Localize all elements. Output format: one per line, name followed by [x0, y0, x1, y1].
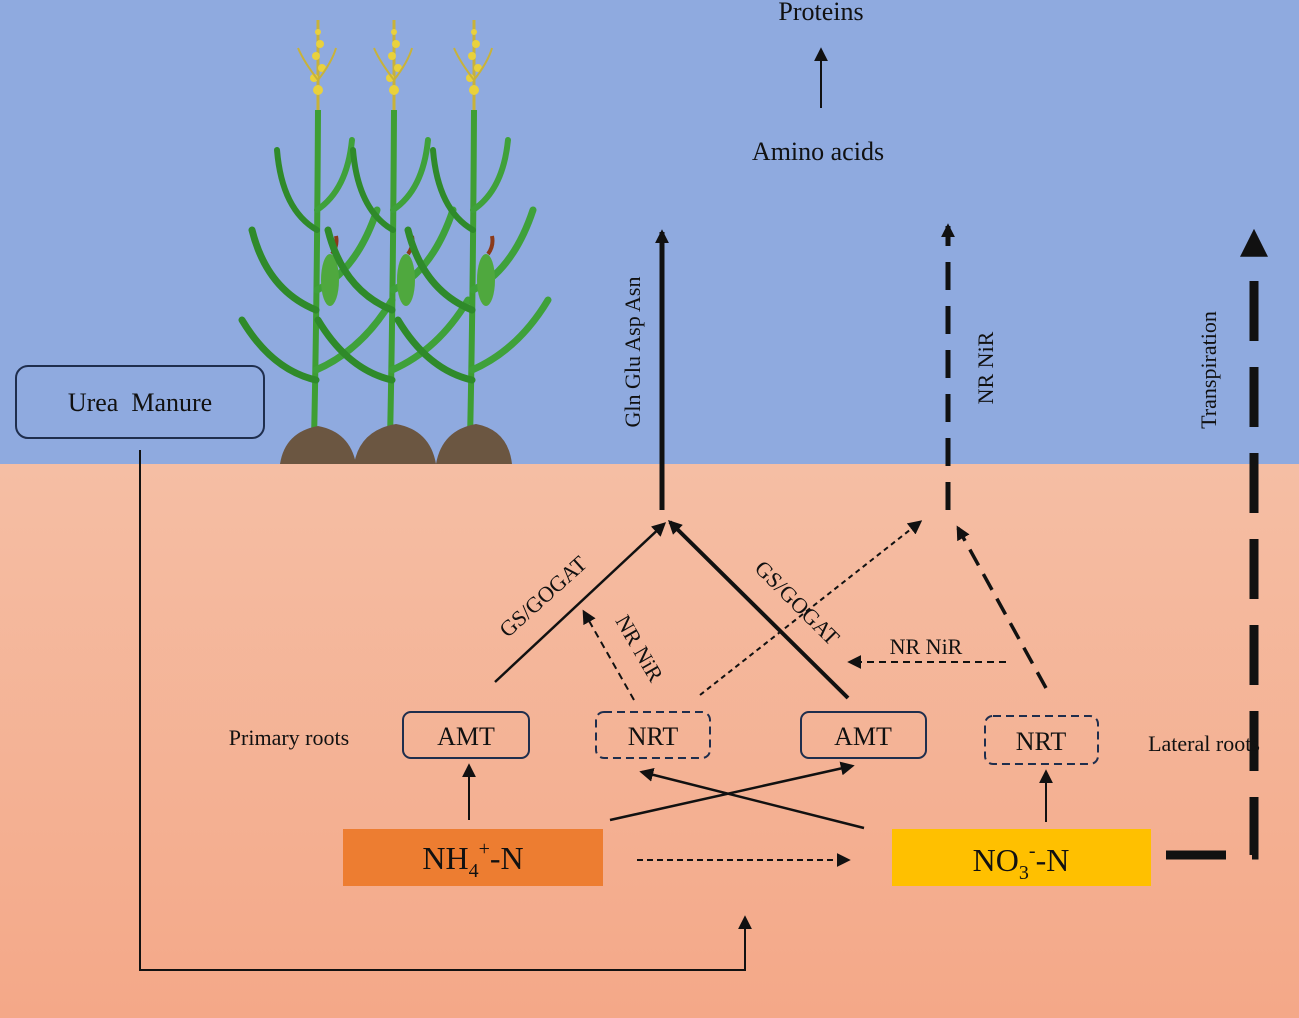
- nitrate-nrt1-arrow: [639, 767, 865, 830]
- soil-background: [0, 464, 1299, 1018]
- ammonium-label: NH4+-N: [422, 838, 523, 882]
- nitrate-subscript: 3: [1019, 862, 1029, 884]
- nitrate-box: [892, 829, 1151, 886]
- fertilizer-input-line: [139, 450, 752, 971]
- amt-box-2: [800, 711, 927, 759]
- proteins-label: Proteins: [778, 0, 863, 26]
- nitrate-base: NO: [973, 842, 1019, 878]
- nrt-label-1: NRT: [628, 722, 679, 751]
- amt2-gsgogat-arrow: [668, 520, 850, 700]
- nrt-box-2: [984, 715, 1099, 765]
- ammonium-products-label: Gln Glu Asp Asn: [620, 277, 645, 428]
- soil-mound-icon: [354, 424, 436, 464]
- nrnir-label-right: NR NiR: [890, 634, 963, 659]
- amt-box-1: [402, 711, 530, 759]
- soil-mound-icon: [436, 424, 512, 464]
- nitrate-suffix: -N: [1036, 842, 1070, 878]
- nrt-label-2: NRT: [1016, 727, 1067, 756]
- transpiration-arrow: [1166, 228, 1268, 860]
- ammonium-base: NH: [422, 840, 468, 876]
- amt1-gsgogat-arrow: [494, 522, 667, 683]
- ammonium-amt2-arrow: [609, 761, 855, 822]
- ammonium-superscript: +: [479, 838, 490, 860]
- ammonium-box: [343, 829, 603, 886]
- nrt1-nrnir-arrow: [582, 609, 635, 701]
- transpiration-label: Transpiration: [1196, 311, 1221, 429]
- lateral-roots-label: Lateral roots: [1148, 731, 1260, 756]
- nitrate-superscript: -: [1029, 840, 1036, 862]
- nitrate-reductase-label-top: NR NiR: [973, 331, 998, 404]
- nrt1-nitrate-transport-arrow: [699, 520, 923, 696]
- sky-background: [0, 0, 1299, 464]
- ammonium-suffix: -N: [490, 840, 524, 876]
- primary-roots-label: Primary roots: [229, 725, 349, 750]
- nrt-box-1: [595, 711, 711, 759]
- fertilizer-box: [15, 365, 265, 439]
- amt-label-2: AMT: [834, 722, 892, 751]
- ammonium-subscript: 4: [469, 860, 479, 882]
- nitrate-label: NO3--N: [973, 840, 1070, 884]
- soil-mound-icon: [280, 426, 356, 464]
- amino-acids-label: Amino acids: [752, 137, 884, 166]
- nrt2-nitrate-transport-arrow: [956, 525, 1048, 689]
- fertilizer-label: Urea Manure: [68, 388, 212, 417]
- amt-label-1: AMT: [437, 722, 495, 751]
